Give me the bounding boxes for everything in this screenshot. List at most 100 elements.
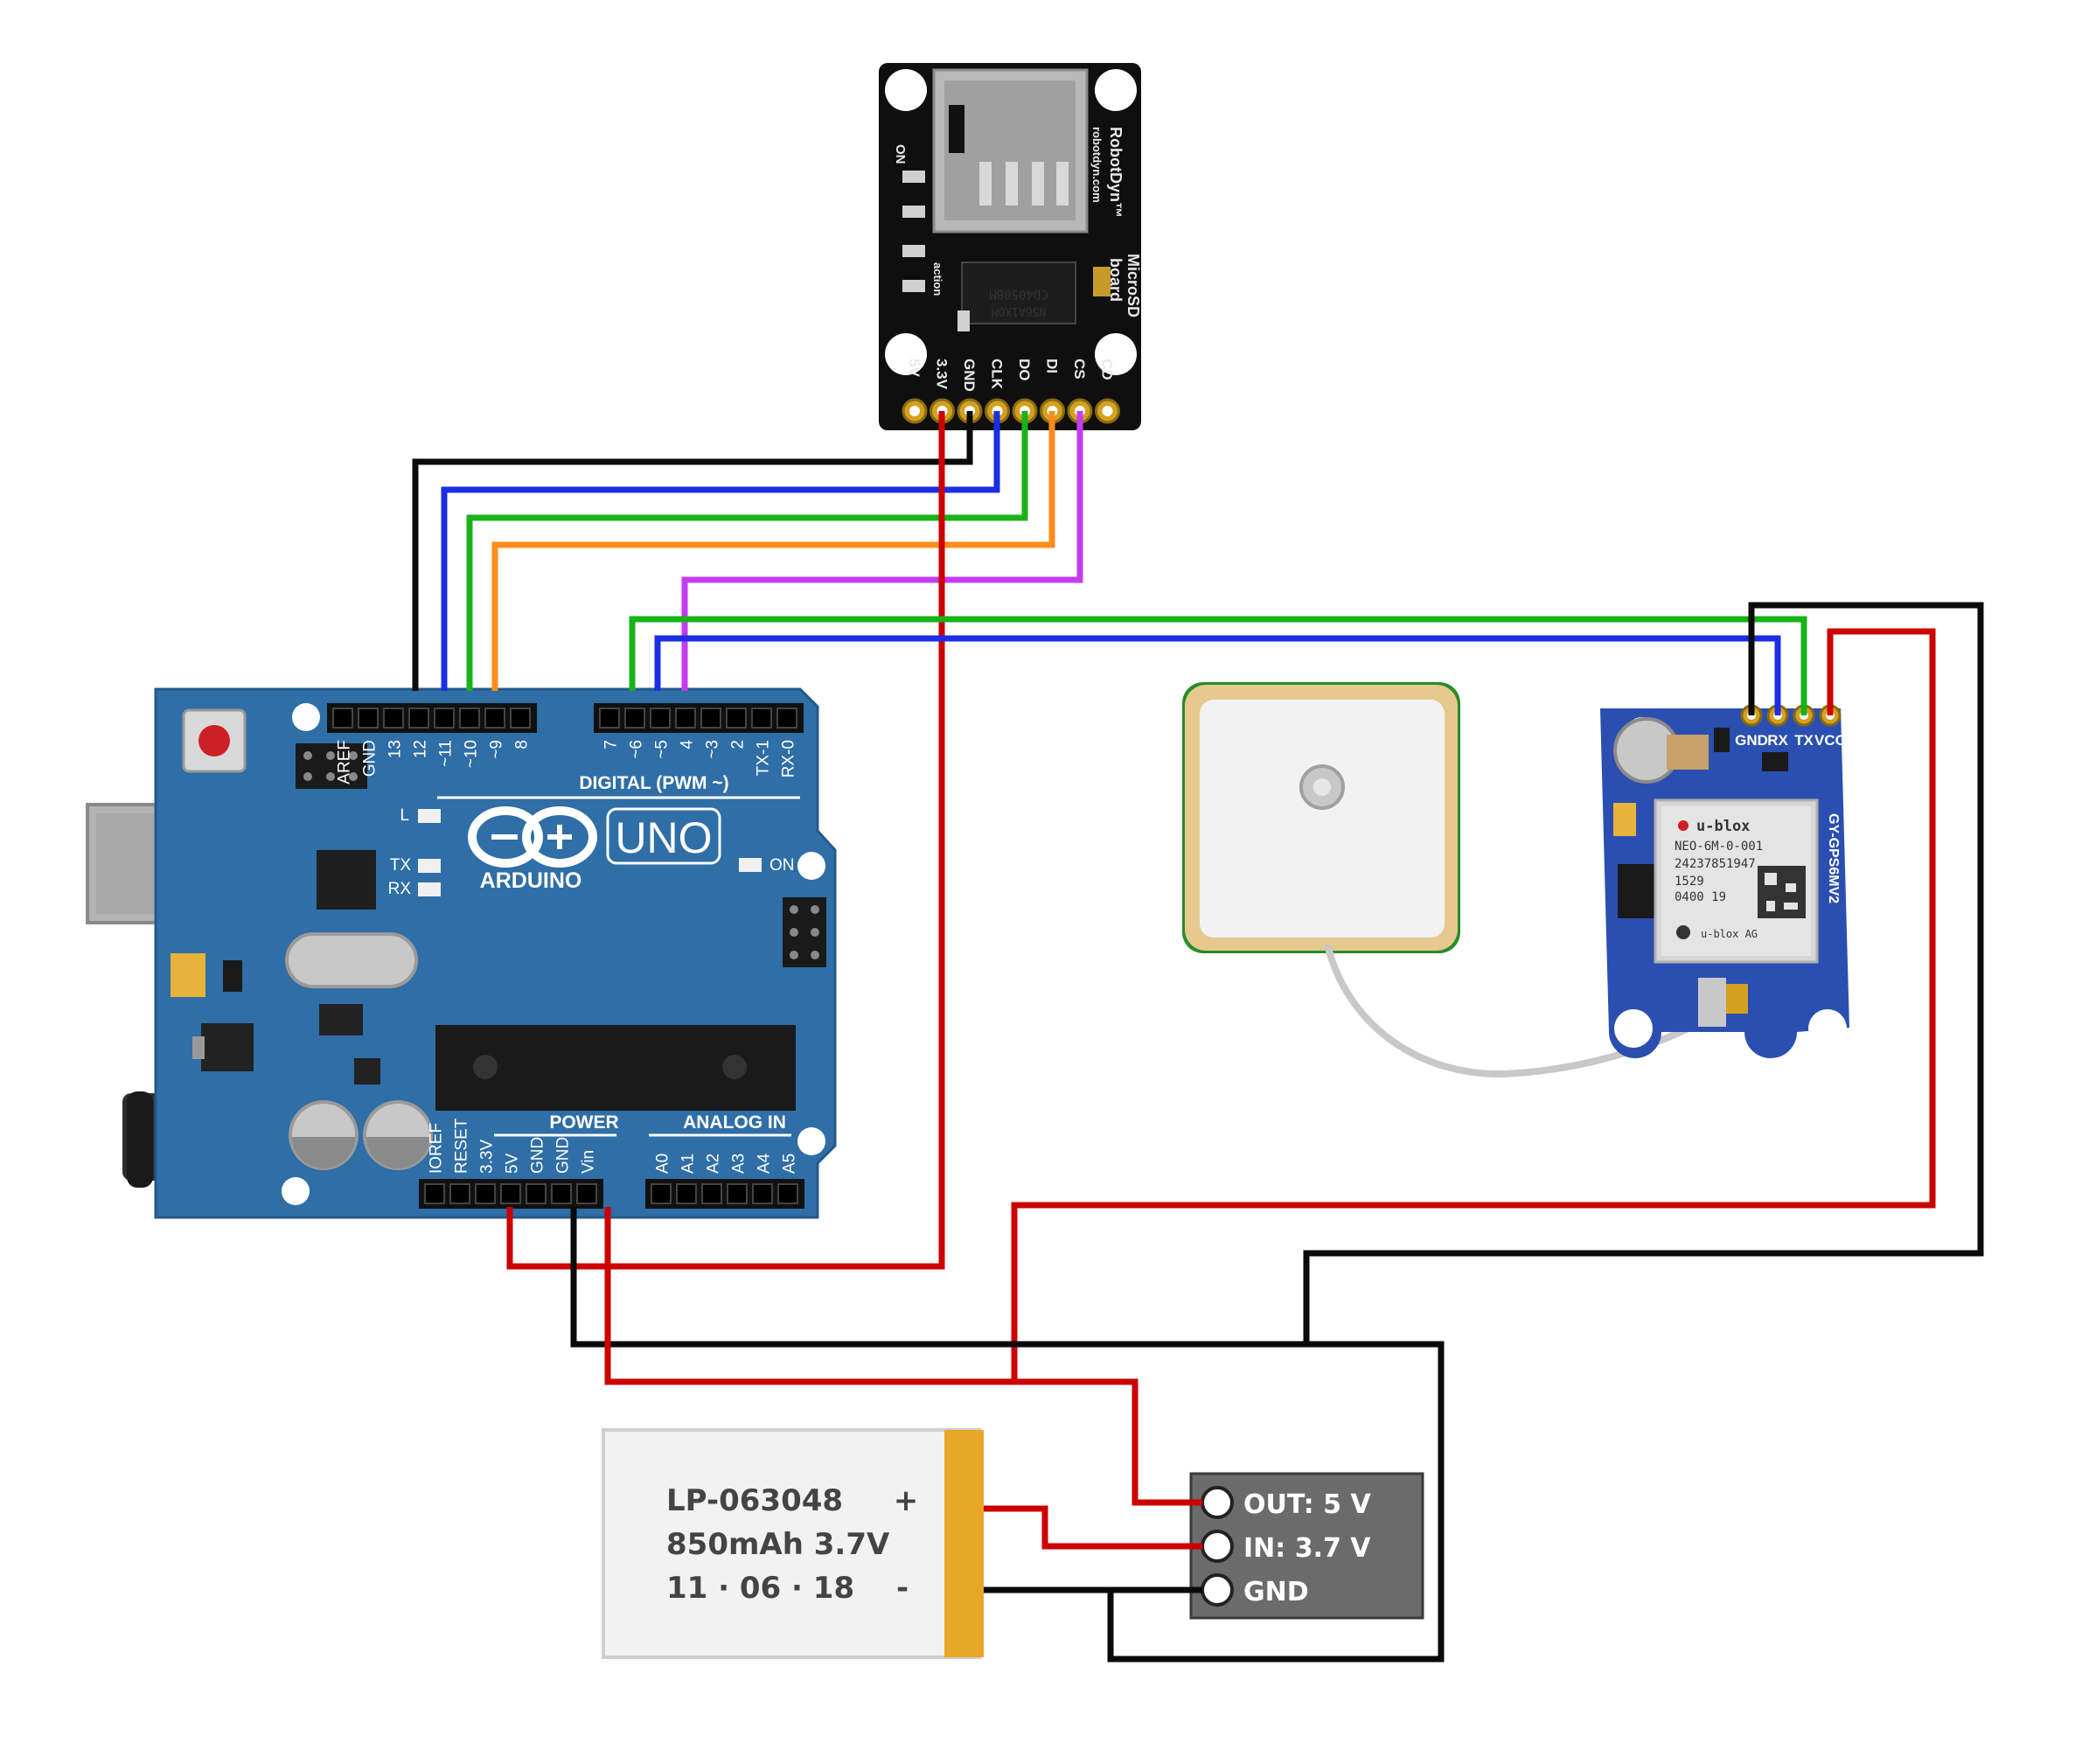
- wire-gps-rx-to-arduino-5: [654, 635, 1781, 715]
- reset-button[interactable]: [182, 708, 247, 773]
- header-pin: [449, 1183, 470, 1204]
- svg-text:OUT: 5 V: OUT: 5 V: [1243, 1489, 1371, 1520]
- header-pin: [752, 1183, 773, 1204]
- pin-label: 8: [513, 740, 532, 750]
- header-pin: [727, 1183, 748, 1204]
- header-pin: [475, 1183, 496, 1204]
- led-l: L: [400, 806, 441, 825]
- header-pin: [434, 708, 455, 729]
- digital-header-label: DIGITAL (PWM ~): [579, 773, 728, 793]
- svg-text:0400 19: 0400 19: [1675, 890, 1726, 904]
- pin-label: 12: [412, 740, 430, 758]
- analog-header: [645, 1179, 804, 1209]
- power-header: [419, 1179, 603, 1209]
- pin-label: ~9: [488, 740, 506, 759]
- sd-site: robotdyn.com: [1090, 127, 1104, 203]
- sd-name-2: board: [1107, 258, 1125, 302]
- led-rx: RX: [388, 880, 441, 898]
- wire-battery-plus-to-regulator-in: [984, 1505, 1202, 1550]
- pin-label: AREF: [336, 740, 354, 784]
- sd-pin-label: 3.3V: [934, 359, 950, 390]
- svg-text:ON: ON: [769, 856, 795, 875]
- pin-label: Vin: [580, 1150, 598, 1174]
- wire-arduino-gnd-to-regulator-gnd: [570, 1207, 1306, 1348]
- header-pin: [424, 1183, 445, 1204]
- pin-label: ~5: [653, 740, 672, 759]
- sd-pin-label: DI: [1044, 359, 1061, 373]
- battery-tab: [944, 1430, 984, 1657]
- wire-sd-cs-to-arduino-5: [681, 411, 1083, 691]
- gps-module: u-blox NEO-6M-0-001 24237851947 1529 040…: [1600, 704, 1849, 1058]
- wires: [412, 411, 1984, 1663]
- pin-label: GND: [361, 740, 379, 777]
- header-pin: [751, 708, 772, 729]
- sd-pin-label: CLK: [989, 359, 1006, 390]
- battery-rating: 850mAh 3.7V: [666, 1527, 890, 1562]
- arduino-brand: ARDUINO: [480, 868, 582, 893]
- battery-date: 11 · 06 · 18: [666, 1571, 854, 1606]
- digital-header-right: [594, 703, 804, 733]
- pin-label: 7: [602, 740, 621, 750]
- svg-text:NEO-6M-0-001: NEO-6M-0-001: [1675, 840, 1763, 854]
- battery-model: LP-063048: [666, 1483, 843, 1518]
- svg-text:24237851947: 24237851947: [1675, 857, 1756, 871]
- lipo-battery: LP-063048 850mAh 3.7V 11 · 06 · 18 + -: [602, 1428, 984, 1659]
- header-pin: [551, 1183, 572, 1204]
- icsp-header-right: [783, 897, 826, 967]
- regulator-out-terminal: OUT: 5 V: [1201, 1486, 1371, 1520]
- header-pin: [777, 1183, 798, 1204]
- header-pin: [358, 708, 379, 729]
- header-pin: [526, 1183, 547, 1204]
- pin-label: GND: [529, 1137, 547, 1174]
- pin-label: ~3: [704, 740, 722, 759]
- sd-on-label: ON: [893, 144, 908, 164]
- uno-badge: UNO: [606, 807, 721, 865]
- header-pin: [700, 708, 721, 729]
- header-pin: [726, 708, 747, 729]
- pin-label: 5V: [504, 1153, 522, 1174]
- capacitor-1: [289, 1100, 359, 1170]
- arduino-logo: [468, 806, 597, 868]
- wire-sd-3v3-to-arduino-3v3: [506, 411, 945, 1270]
- gps-patch-antenna: [1182, 682, 1730, 1078]
- header-pin: [676, 1183, 697, 1204]
- gps-pin-label: VCC: [1814, 732, 1846, 749]
- pin-label: 3.3V: [478, 1140, 497, 1174]
- icsp-header-top: [296, 743, 367, 789]
- pin-label: ~10: [463, 740, 481, 768]
- regulator-in-terminal: IN: 3.7 V: [1201, 1530, 1371, 1564]
- gps-pin-label: TX: [1794, 732, 1814, 749]
- header-pin: [675, 708, 696, 729]
- regulator-gnd-terminal: GND: [1201, 1573, 1309, 1607]
- gps-pin-label: RX: [1767, 732, 1788, 749]
- microsd-card-slot: [932, 68, 1089, 234]
- header-pin: [599, 708, 620, 729]
- wire-gps-vcc-to-regulator-out: [1011, 628, 1936, 1506]
- sd-pin-label: 5V: [906, 359, 923, 377]
- pin-label: RESET: [453, 1118, 471, 1174]
- digital-header-left: [327, 703, 537, 733]
- header-pin: [459, 708, 480, 729]
- pin-label: ~6: [628, 740, 646, 759]
- svg-text:u-blox AG: u-blox AG: [1701, 928, 1758, 940]
- svg-text:RX: RX: [388, 880, 412, 898]
- neo-6m-chip: u-blox NEO-6M-0-001 24237851947 1529 040…: [1654, 798, 1819, 964]
- power-header-label: POWER: [549, 1112, 618, 1133]
- header-pin: [332, 708, 353, 729]
- usb-chip: [317, 850, 376, 910]
- wire-sd-di-to-arduino-11: [491, 411, 1055, 691]
- svg-text:GND: GND: [1243, 1577, 1309, 1607]
- pin-label: 2: [729, 740, 748, 750]
- sd-pin-label: GND: [961, 359, 978, 392]
- pin-label: ~11: [437, 740, 456, 767]
- boost-regulator: OUT: 5 V IN: 3.7 V GND: [1189, 1472, 1424, 1620]
- pin-label: A0: [654, 1154, 672, 1174]
- wire-sd-clk-to-arduino-13: [441, 411, 1000, 691]
- pin-label: A1: [679, 1154, 698, 1174]
- pin-label: IOREF: [428, 1123, 446, 1174]
